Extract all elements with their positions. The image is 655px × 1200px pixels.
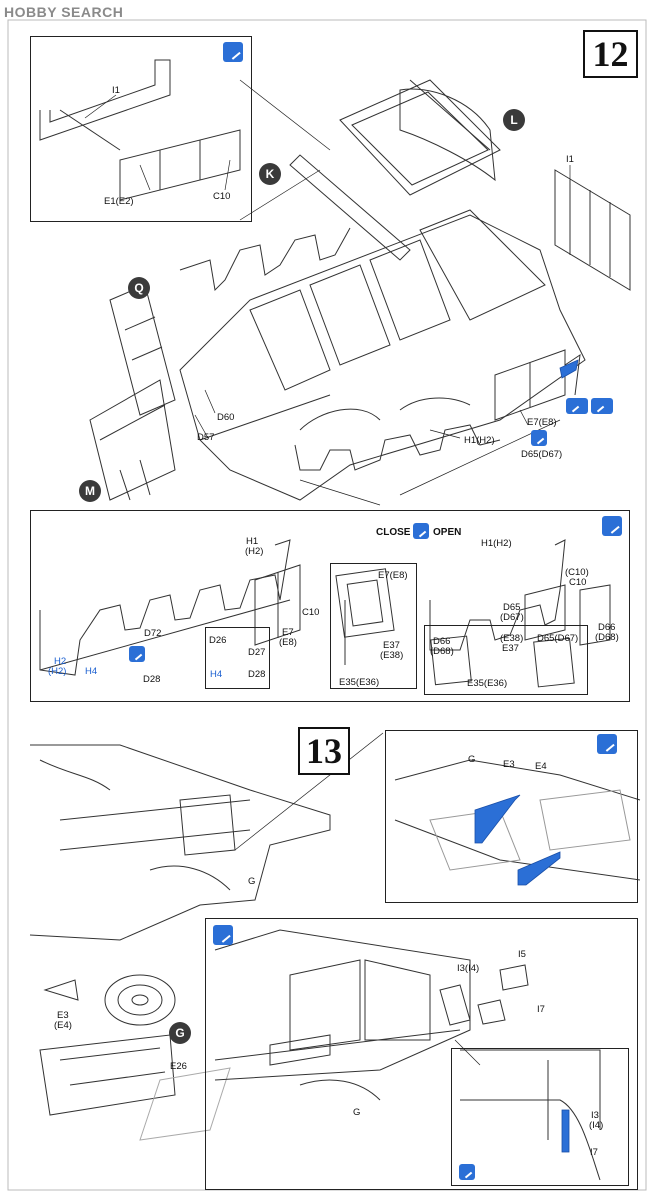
- part-label-e4: E4: [535, 761, 547, 772]
- part-label-e1: E1(E2): [104, 196, 134, 207]
- part-label-d66: D66: [598, 622, 616, 633]
- part-label-h4: H4: [210, 669, 223, 680]
- part-label-c10: C10: [302, 607, 320, 618]
- step-number-12: 12: [583, 30, 638, 78]
- step13-top-inset: [385, 730, 638, 903]
- callout-q: Q: [128, 277, 150, 299]
- step-number-13: 13: [298, 727, 350, 775]
- part-label-e4-paren: (E4): [54, 1020, 72, 1031]
- part-label-e3: E3: [57, 1010, 69, 1021]
- step13-bottom-inset: [205, 918, 638, 1190]
- thin-cement-icon: [591, 398, 613, 414]
- part-label-i7: I7: [590, 1147, 598, 1158]
- part-label-e37: E37: [383, 640, 400, 651]
- part-label-d26: D26: [209, 635, 227, 646]
- part-label-e7: E7(E8): [527, 417, 557, 428]
- part-label-i3: I3(I4): [457, 963, 480, 974]
- part-label-i1-right: I1: [566, 154, 574, 165]
- part-label-i7: I7: [537, 1004, 545, 1015]
- part-label-e7: E7: [282, 627, 294, 638]
- open-close-icon: [413, 523, 429, 539]
- part-label-d68-paren: (D68): [430, 646, 454, 657]
- part-label-d65: D65(D67): [521, 449, 563, 460]
- part-label-e37: E37: [502, 643, 519, 654]
- step12-sub-inset-right: [424, 625, 588, 695]
- part-label-e38: (E38): [500, 633, 524, 644]
- part-label-e8-paren: (E8): [279, 637, 297, 648]
- step13-small-inset: [451, 1048, 629, 1186]
- open-close-icon: [531, 430, 547, 446]
- part-label-d66: D66: [433, 636, 451, 647]
- part-label-h2: H2: [54, 656, 67, 667]
- cement-icon: [602, 516, 622, 536]
- part-label-i1: I1: [112, 85, 120, 96]
- part-label-i4-paren: (I4): [589, 1120, 604, 1131]
- part-label-d72: D72: [144, 628, 162, 639]
- part-label-i5: I5: [518, 949, 526, 960]
- part-label-h1: H1(H2): [464, 435, 495, 446]
- part-label-d65: D65: [503, 602, 521, 613]
- part-label-d28: D28: [143, 674, 161, 685]
- part-label-d65: D65(D67): [537, 633, 579, 644]
- callout-l: L: [503, 109, 525, 131]
- cement-icon: [223, 42, 243, 62]
- step12-sub-inset-e7: [330, 563, 417, 689]
- thin-cement-icon: [566, 398, 588, 414]
- part-label-d57: D57: [197, 432, 215, 443]
- part-label-d60: D60: [217, 412, 235, 423]
- callout-k: K: [259, 163, 281, 185]
- part-label-h2-paren: (H2): [245, 546, 264, 557]
- part-label-g: G: [248, 876, 256, 887]
- step12-bottom-inset: [30, 510, 630, 702]
- part-label-i3: I3: [591, 1110, 599, 1121]
- callout-g: G: [169, 1022, 191, 1044]
- part-label-h1: H1: [246, 536, 259, 547]
- cement-icon: [213, 925, 233, 945]
- part-label-h2-paren: (H2): [48, 666, 67, 677]
- step12-top-inset: [30, 36, 252, 222]
- part-label-e7: E7(E8): [378, 570, 408, 581]
- cement-icon: [597, 734, 617, 754]
- part-label-d28: D28: [248, 669, 266, 680]
- part-label-e3: E3: [503, 759, 515, 770]
- step12-sub-inset-d26: [205, 627, 270, 689]
- part-label-h1: H1(H2): [481, 538, 512, 549]
- cement-icon: [459, 1164, 475, 1180]
- part-label-d68-paren: (D68): [595, 632, 619, 643]
- part-label-c10: C10: [569, 577, 587, 588]
- callout-m: M: [79, 480, 101, 502]
- part-label-e35: E35(E36): [339, 677, 380, 688]
- close-label: CLOSE: [376, 527, 411, 538]
- part-label-e35: E35(E36): [467, 678, 508, 689]
- part-label-c10: C10: [213, 191, 231, 202]
- part-label-d67-paren: (D67): [500, 612, 524, 623]
- open-close-icon: [129, 646, 145, 662]
- part-label-e38: (E38): [380, 650, 404, 661]
- part-label-d27: D27: [248, 647, 266, 658]
- part-label-g: G: [468, 754, 476, 765]
- part-label-e26: E26: [170, 1061, 187, 1072]
- watermark: HOBBY SEARCH: [4, 4, 124, 20]
- open-label: OPEN: [433, 527, 462, 538]
- part-label-g: G: [353, 1107, 361, 1118]
- part-label-h4: H4: [85, 666, 98, 677]
- part-label-c10-paren: (C10): [565, 567, 589, 578]
